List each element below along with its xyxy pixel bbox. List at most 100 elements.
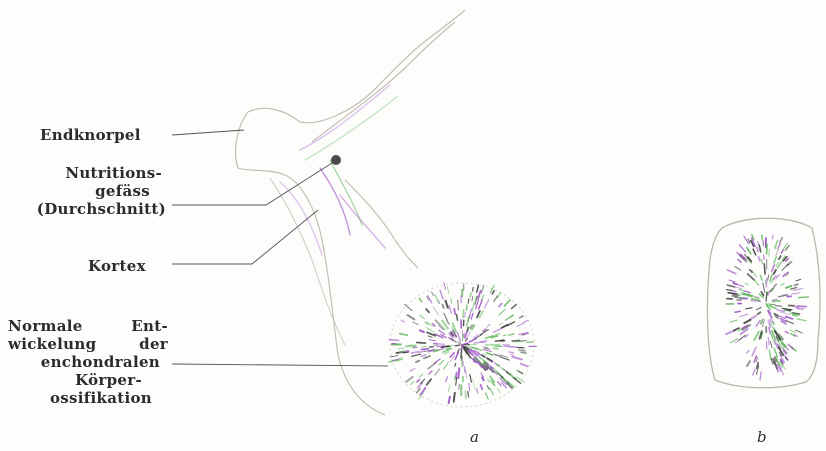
- ossification-stroke: [791, 313, 798, 317]
- ossification-stroke: [508, 351, 515, 354]
- ossification-stroke: [744, 334, 749, 339]
- ossification-stroke: [792, 312, 801, 315]
- ossification-stroke: [473, 356, 478, 362]
- ossification-stroke: [486, 323, 491, 328]
- ossification-stroke: [434, 319, 440, 325]
- ossification-stroke: [518, 315, 524, 319]
- ossification-stroke: [769, 283, 778, 293]
- ossification-stroke: [521, 333, 526, 336]
- ossification-stroke: [438, 324, 444, 331]
- ossification-stroke: [465, 369, 468, 379]
- ossification-stroke: [439, 289, 444, 300]
- ossification-stroke: [759, 318, 764, 325]
- ossification-stroke: [776, 261, 783, 269]
- ossification-stroke: [493, 295, 499, 303]
- ossification-stroke: [451, 330, 457, 338]
- ossification-stroke: [779, 311, 791, 316]
- ossification-stroke: [775, 336, 780, 342]
- ossification-stroke: [428, 339, 436, 342]
- ossification-stroke: [467, 390, 470, 398]
- ossification-stroke: [777, 332, 784, 340]
- ossification-stroke: [469, 324, 474, 330]
- ossification-stroke: [457, 367, 461, 379]
- ossification-stroke: [773, 327, 778, 334]
- label-normale-line-1: Normale Ent-: [8, 317, 168, 335]
- ossification-stroke: [755, 307, 762, 311]
- ossification-stroke: [400, 319, 406, 323]
- ossification-stroke: [732, 290, 737, 292]
- ossification-stroke: [463, 347, 470, 356]
- figure-label-b: b: [757, 428, 767, 446]
- ossification-stroke: [795, 278, 802, 282]
- ossification-stroke: [486, 385, 490, 390]
- ossification-stroke: [420, 347, 430, 351]
- ossification-stroke: [427, 361, 437, 370]
- ossification-stroke: [511, 355, 523, 361]
- ossification-stroke: [457, 348, 460, 353]
- ossification-stroke: [415, 341, 427, 344]
- ossification-stroke: [776, 308, 786, 313]
- ossification-stroke: [796, 307, 805, 310]
- ossification-stroke: [409, 380, 415, 386]
- ossification-stroke: [469, 373, 472, 383]
- ossification-stroke: [780, 283, 785, 286]
- ossification-stroke: [434, 293, 440, 304]
- ossification-stroke: [754, 296, 760, 299]
- ossification-stroke: [471, 357, 475, 363]
- ossification-stroke: [465, 304, 468, 311]
- ossification-stroke: [744, 282, 749, 286]
- ossification-stroke: [750, 299, 762, 303]
- ossification-stroke: [750, 237, 756, 248]
- leader-lines: [171, 129, 389, 367]
- ossification-stroke: [485, 392, 489, 400]
- ossification-stroke: [743, 290, 751, 294]
- ossification-stroke: [745, 246, 752, 255]
- ossification-stroke: [509, 354, 515, 356]
- figure-label-a: a: [470, 428, 479, 446]
- ossification-stroke: [440, 333, 447, 339]
- ossification-stroke: [410, 353, 422, 358]
- ossification-stroke: [418, 350, 426, 354]
- ossification-stroke: [462, 334, 464, 342]
- ossification-stroke: [502, 334, 508, 337]
- ossification-stroke: [473, 355, 481, 363]
- ossification-stroke: [428, 370, 433, 375]
- ossification-stroke: [479, 383, 484, 391]
- ossification-stroke: [456, 331, 462, 343]
- ossification-stroke: [497, 380, 502, 387]
- ossification-stroke: [748, 268, 753, 274]
- ossification-stroke: [753, 355, 758, 363]
- ossification-stroke: [427, 349, 438, 353]
- ossification-stroke: [482, 328, 487, 332]
- ossification-stroke: [782, 243, 788, 251]
- ossification-stroke: [489, 366, 498, 375]
- ossification-stroke: [777, 242, 781, 250]
- ossification-stroke: [446, 286, 450, 294]
- ossification-stroke: [784, 356, 789, 361]
- label-nutritions-line-3: (Durchschnitt): [36, 200, 166, 218]
- ossification-stroke: [770, 264, 776, 273]
- ossification-stroke: [768, 349, 772, 361]
- ossification-stroke: [503, 299, 511, 307]
- ossification-stroke: [516, 376, 525, 383]
- label-nutritions-line-1: Nutritions-: [65, 164, 162, 182]
- ossification-stroke: [784, 284, 793, 289]
- ossification-stroke: [476, 358, 482, 364]
- ossification-stroke: [499, 377, 507, 386]
- ossification-stroke: [784, 315, 794, 320]
- leader-nutritions: [172, 162, 333, 206]
- ossification-stroke: [464, 337, 468, 342]
- ossification-stroke: [518, 331, 529, 336]
- ossification-stroke: [789, 312, 801, 316]
- ossification-stroke: [468, 308, 472, 319]
- ossification-stroke: [778, 365, 785, 376]
- ossification-stroke: [489, 359, 494, 363]
- ossification-stroke: [767, 309, 773, 319]
- ossification-stroke: [404, 303, 413, 312]
- ossification-stroke: [477, 299, 483, 310]
- ossification-stroke: [758, 244, 762, 253]
- ossification-stroke: [793, 333, 799, 337]
- ossification-stroke: [793, 283, 799, 287]
- ossification-stroke: [496, 292, 502, 299]
- ossification-stroke: [789, 332, 796, 337]
